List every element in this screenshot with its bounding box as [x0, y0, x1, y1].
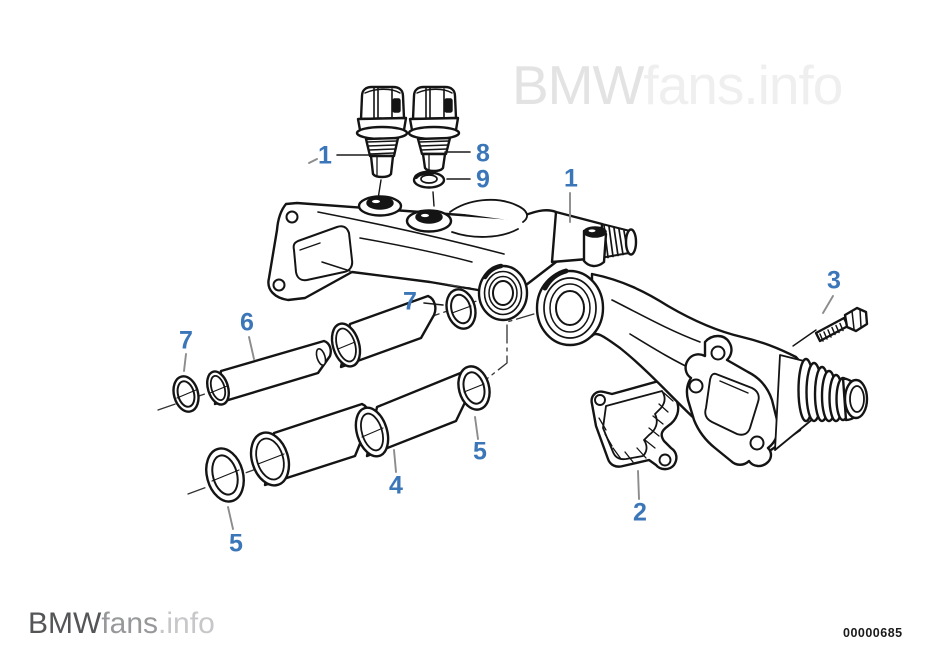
lower-pipe-housing — [535, 268, 869, 468]
sensor-port-right — [405, 199, 528, 238]
callout-6: 6 — [240, 308, 254, 337]
sealing-ring — [412, 170, 446, 189]
callout-5-left: 5 — [229, 529, 243, 558]
watermark: BMWfans.info — [512, 53, 843, 117]
pipe-lower — [249, 402, 371, 487]
elbow-fitting — [550, 210, 638, 268]
pipe-fat — [354, 370, 472, 458]
callout-1-housing: 1 — [564, 164, 578, 193]
callout-3: 3 — [827, 266, 841, 295]
drawing-number: 00000685 — [843, 626, 903, 640]
callout-dash-mark — [308, 158, 318, 164]
watermark-rest: fans.info — [643, 54, 843, 116]
flange-edge-line — [792, 329, 817, 347]
watermark-bmw: BMW — [512, 54, 644, 116]
threaded-opening-small — [477, 263, 529, 322]
site-logo: BMWfans.info — [28, 607, 215, 641]
callout-4: 4 — [389, 471, 403, 500]
sensor-port-left — [357, 195, 403, 217]
temp-sensor-left — [355, 85, 409, 200]
pipe-thin — [206, 339, 332, 406]
lower-flange — [684, 334, 780, 468]
oring-left — [172, 375, 200, 413]
site-logo-info: .info — [158, 607, 215, 640]
oring-big — [205, 447, 245, 503]
callout-7-left: 7 — [179, 326, 193, 355]
callout-2: 2 — [633, 498, 647, 527]
callout-1-sensor: 1 — [318, 141, 332, 170]
callout-5-right: 5 — [473, 437, 487, 466]
site-logo-fans: fans — [101, 607, 159, 640]
oring-right — [457, 365, 491, 411]
sleeve-upper — [330, 294, 437, 369]
threaded-opening-large — [535, 268, 605, 347]
leader-lines-gray — [183, 158, 834, 530]
callout-7-mid: 7 — [403, 287, 417, 316]
callout-9: 9 — [476, 165, 490, 194]
temp-sensor-right — [407, 85, 461, 207]
hose-fitting — [774, 354, 869, 451]
upper-pipe-housing — [267, 195, 638, 322]
leader-lines-black — [336, 151, 471, 306]
gasket-hatching — [598, 392, 674, 463]
oring-mid — [445, 288, 477, 330]
callout-8: 8 — [476, 139, 490, 168]
bolt — [814, 306, 869, 343]
site-logo-bmw: BMW — [28, 607, 102, 640]
